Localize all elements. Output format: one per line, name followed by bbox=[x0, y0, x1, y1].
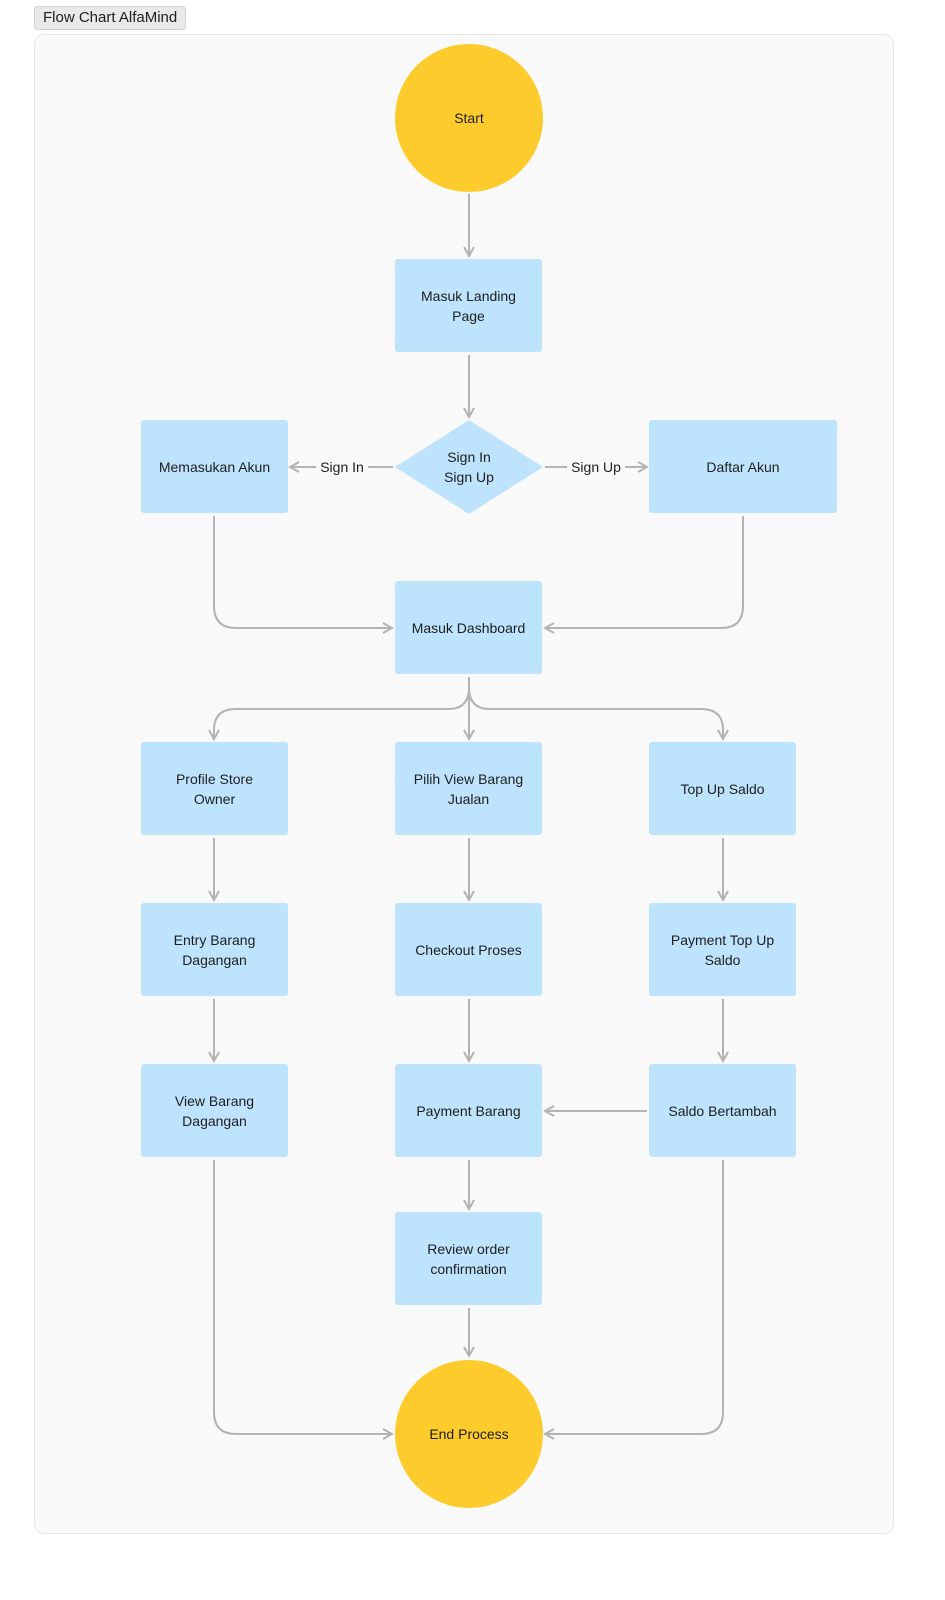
edge-dashboard-to-top-up bbox=[468, 677, 723, 739]
daftar-akun-node[interactable]: Daftar Akun bbox=[649, 420, 837, 513]
decision-label: Sign In Sign Up bbox=[444, 449, 494, 485]
frame-title[interactable]: Flow Chart AlfaMind bbox=[34, 6, 187, 30]
review-order-node[interactable]: Review order confirmation bbox=[395, 1212, 542, 1305]
checkout-proses-node[interactable]: Checkout Proses bbox=[395, 903, 542, 996]
saldo-bertambah-node[interactable]: Saldo Bertambah bbox=[649, 1064, 796, 1157]
memasukan-akun-node[interactable]: Memasukan Akun bbox=[141, 420, 288, 513]
start-node[interactable]: Start bbox=[395, 44, 543, 192]
edge-label-sign-in: Sign In bbox=[316, 458, 368, 476]
entry-barang-node[interactable]: Entry Barang Dagangan bbox=[141, 903, 288, 996]
dashboard-node[interactable]: Masuk Dashboard bbox=[395, 581, 542, 674]
edge-label-sign-up: Sign Up bbox=[567, 458, 625, 476]
edge-daftar-akun-to-dashboard bbox=[545, 516, 744, 628]
view-barang-node[interactable]: View Barang Dagangan bbox=[141, 1064, 288, 1157]
edge-memasukan-akun-to-dashboard bbox=[213, 516, 392, 628]
sign-in-sign-up-decision[interactable]: Sign In Sign Up bbox=[395, 420, 543, 514]
decision-diamond-shape bbox=[395, 420, 543, 514]
top-up-saldo-node[interactable]: Top Up Saldo bbox=[649, 742, 796, 835]
edge-dashboard-to-profile bbox=[214, 677, 470, 739]
pilih-view-barang-node[interactable]: Pilih View Barang Jualan bbox=[395, 742, 542, 835]
profile-store-owner-node[interactable]: Profile Store Owner bbox=[141, 742, 288, 835]
payment-top-up-node[interactable]: Payment Top Up Saldo bbox=[649, 903, 796, 996]
edge-view-barang-to-end bbox=[213, 1160, 392, 1434]
edge-saldo-to-end bbox=[545, 1160, 724, 1434]
landing-page-node[interactable]: Masuk Landing Page bbox=[395, 259, 542, 352]
end-process-node[interactable]: End Process bbox=[395, 1360, 543, 1508]
payment-barang-node[interactable]: Payment Barang bbox=[395, 1064, 542, 1157]
